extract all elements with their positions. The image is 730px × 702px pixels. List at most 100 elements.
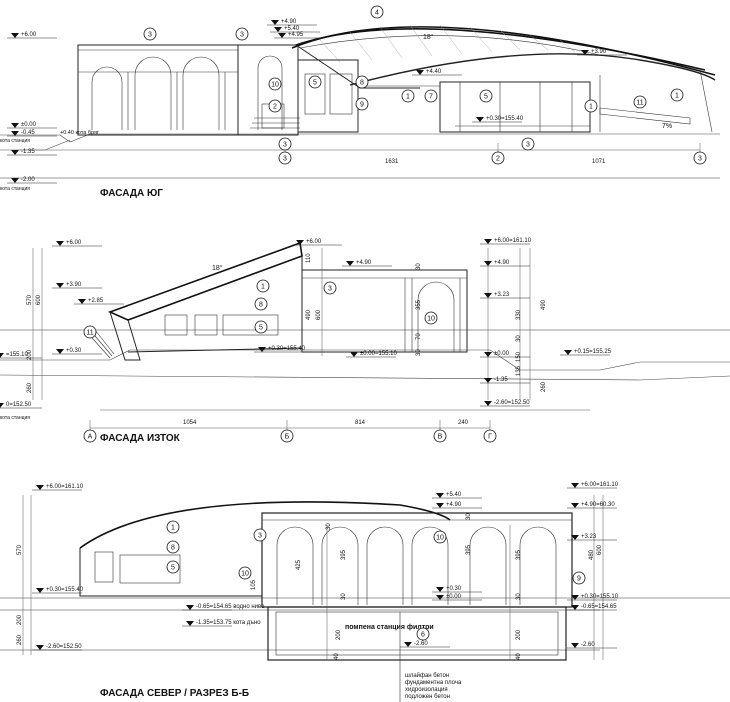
east-dim-v-15: 490	[541, 299, 547, 310]
east-tag-4-text: 3	[328, 286, 332, 293]
east-level-left-1-text: +3.90	[66, 282, 82, 288]
east-level-right-1: +4.90	[480, 260, 530, 267]
south-tag-7: 2	[268, 99, 282, 113]
south-tag-2-text: 4	[375, 10, 379, 17]
east-dim-v-16: 260	[541, 381, 547, 392]
north-arch-0	[276, 526, 314, 605]
south-level-8: -1.35	[7, 149, 57, 156]
east-roof-slope: 18°	[212, 264, 223, 272]
north-pump-level-text: -2.60	[414, 641, 428, 647]
east-level-mid-2: +0.30=155.40	[254, 346, 306, 353]
east-axis-3: Г	[483, 429, 497, 443]
south-tag-15-text: 3	[526, 142, 530, 149]
north-tag-1: 8	[166, 540, 180, 554]
north-facade-section	[0, 495, 730, 702]
north-level-right-5: +0.30=155.10	[567, 594, 619, 601]
east-dim-2: 240	[458, 420, 469, 426]
south-axis-2-text: 3	[698, 156, 702, 163]
east-dim-v-4: 110	[306, 253, 312, 263]
south-level-note-1: +0.40 кота бряг	[60, 130, 99, 136]
east-level-right-5-text: -1.35	[494, 377, 508, 383]
east-level-left-5-text: 0=152.50	[6, 402, 32, 408]
north-tag-6: 9	[572, 571, 586, 585]
south-tag-12: 11	[633, 95, 647, 109]
east-dim-v-5: 490	[306, 309, 312, 320]
east-dim-v-13: 150	[516, 351, 522, 362]
north-dim-v-16: 395	[466, 544, 472, 555]
south-level-7: -0.45	[7, 130, 57, 137]
east-dim-v-14: 135	[516, 365, 522, 376]
south-tag-6: 9	[355, 97, 369, 111]
north-level-right-3: +4.90=60.30	[567, 502, 617, 509]
south-level-note-0: +0.30=155.40	[472, 116, 524, 123]
north-dim-v-9: 395	[516, 549, 522, 560]
east-dim-v-2: 200	[27, 349, 33, 360]
east-tag-5-text: 10	[427, 316, 435, 323]
north-dim-v-3: 425	[296, 559, 302, 570]
east-tag-2: 8	[254, 297, 268, 311]
south-tag-5-text: 8	[360, 80, 364, 87]
north-tag-5: 10	[433, 530, 447, 544]
south-level-note-0-text: +0.30=155.40	[486, 116, 524, 122]
east-tag-1: 1	[256, 279, 270, 293]
north-level-right-7: -2.60	[567, 642, 617, 649]
north-level-mid-3: ±0.00	[432, 594, 482, 601]
south-axis-0: 3	[278, 151, 292, 165]
north-level-left-2-text: -2.60=152.50	[46, 644, 82, 650]
north-arch-1	[321, 526, 359, 605]
south-tag-13-text: 1	[589, 104, 593, 111]
north-level-left-0-text: +6.00=161.10	[46, 484, 84, 490]
south-level-9-text: -2.00	[21, 177, 35, 183]
south-level-5-text: +4.40	[426, 69, 442, 75]
east-level-right-2-text: +3.23	[494, 292, 510, 298]
east-tag-2-text: 8	[259, 302, 263, 309]
east-tag-3-text: 5	[259, 325, 263, 332]
east-dim-1: 814	[355, 420, 366, 426]
south-tag-12-text: 11	[636, 100, 643, 107]
east-level-mid-0-text: +6.00	[306, 239, 322, 245]
south-tag-6-text: 9	[360, 102, 364, 109]
south-level-3: +4.95	[274, 32, 324, 39]
east-level-right-2: +3.23	[480, 292, 530, 299]
east-level-right-3-text: ±0.00	[494, 351, 510, 357]
south-level-note-3: кота станция	[0, 186, 30, 192]
south-level-5: +4.40	[412, 69, 462, 76]
east-dim-v-11: 330	[516, 309, 522, 320]
east-level-left-2: +2.85	[74, 298, 124, 305]
north-level-mid-2-text: +0.30	[446, 586, 462, 592]
south-tag-5: 8	[355, 75, 369, 89]
north-level-right-4-text: +3.23	[581, 534, 597, 540]
north-level-right-1-text: +4.90	[446, 502, 462, 508]
north-dim-v-7: 200	[336, 629, 342, 640]
east-level-right-0: +6.00=161.10	[480, 238, 532, 245]
south-tag-7-text: 2	[273, 104, 277, 111]
south-tag-8-text: 1	[406, 94, 410, 101]
south-tag-0: 3	[143, 27, 157, 41]
south-level-2-text: +5.40	[284, 26, 300, 32]
east-level-left-0-text: +6.00	[66, 240, 82, 246]
north-dim-v-0: 570	[17, 544, 23, 555]
south-axis-2: 3	[693, 151, 707, 165]
south-tag-9: 7	[424, 89, 438, 103]
north-level-right-6-text: -0.65=154.65	[581, 604, 617, 610]
east-level-right-0-text: +6.00=161.10	[494, 238, 532, 244]
south-level-4-text: +3.90	[591, 49, 607, 55]
floor-layer-0: шлайфан бетон	[405, 672, 449, 679]
north-tag-4: 3	[253, 528, 267, 542]
south-level-6: ±0.00	[7, 122, 57, 129]
south-tag-14: 3	[278, 137, 292, 151]
north-dim-v-14: 600	[597, 544, 603, 555]
east-level-left-1: +3.90	[52, 282, 102, 289]
south-tag-11: 1	[670, 88, 684, 102]
south-level-2: +5.40	[270, 26, 320, 33]
north-level-right-0-text: +5.40	[446, 492, 462, 498]
north-level-right-2: +6.00=161.10	[567, 482, 619, 489]
east-dim-v-6: 600	[316, 309, 322, 320]
east-tag-0-text: 11	[86, 330, 93, 337]
east-dim-v-0: 570	[27, 294, 33, 305]
east-level-left-4-text: =155.10	[6, 352, 29, 358]
south-tag-8: 1	[401, 89, 415, 103]
east-dim-v-10: 30	[416, 349, 422, 356]
